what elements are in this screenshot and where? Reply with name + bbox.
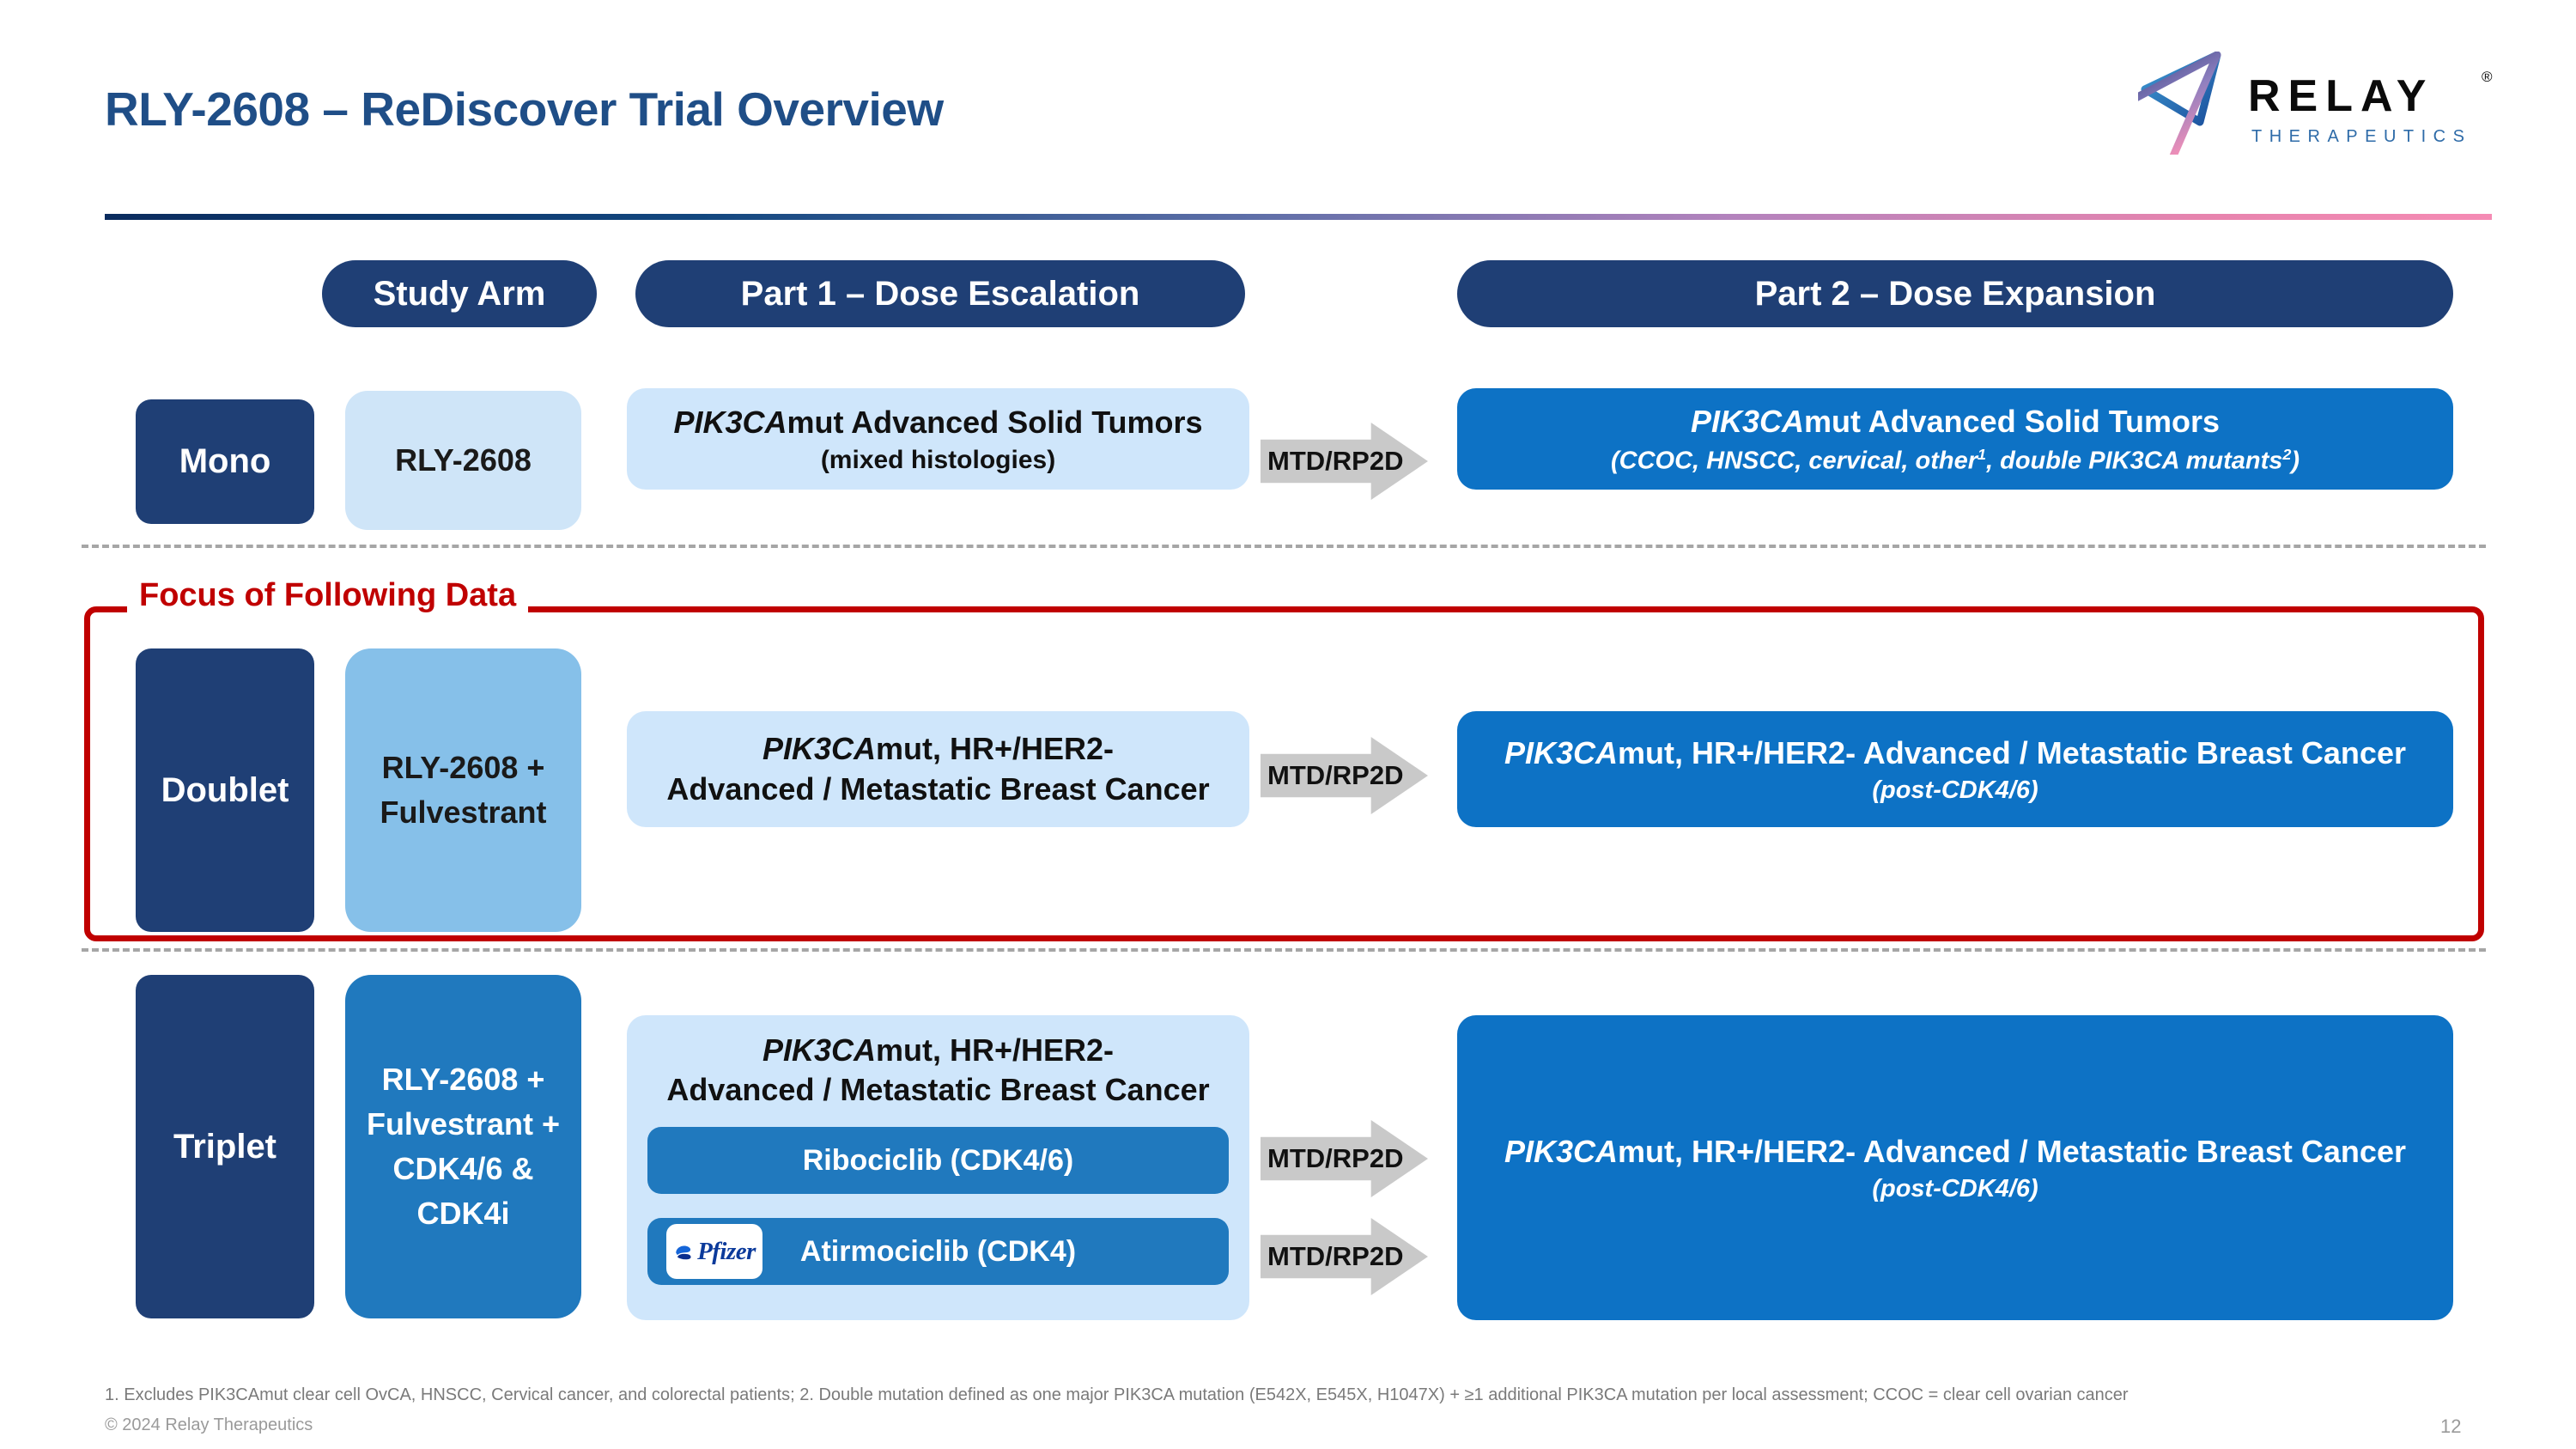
part1-doublet-line1: mut, HR+/HER2-	[876, 731, 1115, 767]
transition-arrow-mono: MTD/RP2D	[1261, 423, 1428, 500]
arm-label-triplet: Triplet	[136, 975, 314, 1318]
part1-triplet-text: PIK3CAmut, HR+/HER2- Advanced / Metastat…	[627, 1031, 1249, 1110]
arm-label-mono: Mono	[136, 399, 314, 524]
arm-drug-doublet: RLY-2608 + Fulvestrant	[345, 648, 581, 932]
pfizer-wordmark: Pfizer	[697, 1237, 756, 1265]
transition-arrow-doublet: MTD/RP2D	[1261, 737, 1428, 814]
pfizer-logo: Pfizer	[666, 1224, 762, 1280]
part1-box-triplet: PIK3CAmut, HR+/HER2- Advanced / Metastat…	[627, 1015, 1249, 1320]
logo-subtitle: THERAPEUTICS	[2251, 127, 2472, 146]
transition-arrow-triplet-atirmociclib: MTD/RP2D	[1261, 1218, 1428, 1295]
gene-name-italic: PIK3CA	[762, 1032, 876, 1068]
column-header-study-arm: Study Arm	[322, 260, 597, 327]
part1-box-doublet: PIK3CAmut, HR+/HER2- Advanced / Metastat…	[627, 711, 1249, 827]
part2-mono-line2: (CCOC, HNSCC, cervical, other1, double P…	[1611, 446, 2300, 476]
transition-label-triplet-1: MTD/RP2D	[1267, 1143, 1404, 1173]
logo-registered-mark: ®	[2482, 69, 2493, 85]
title-divider-gradient	[105, 214, 2492, 220]
column-header-part2: Part 2 – Dose Expansion	[1457, 260, 2453, 327]
part2-triplet-text: mut, HR+/HER2- Advanced / Metastatic Bre…	[1618, 1133, 2406, 1169]
focus-callout-label: Focus of Following Data	[127, 577, 529, 614]
part2-box-doublet: PIK3CAmut, HR+/HER2- Advanced / Metastat…	[1457, 711, 2453, 827]
part2-box-triplet: PIK3CAmut, HR+/HER2- Advanced / Metastat…	[1457, 1015, 2453, 1320]
part1-doublet-line2: Advanced / Metastatic Breast Cancer	[666, 770, 1210, 807]
part2-mono-cohorts-a: (CCOC, HNSCC, cervical, other	[1610, 447, 1978, 475]
part2-doublet-line1: PIK3CAmut, HR+/HER2- Advanced / Metastat…	[1504, 734, 2406, 774]
column-header-part1: Part 1 – Dose Escalation	[635, 260, 1245, 327]
sub-drug-atirmociclib: Pfizer Atirmociclib (CDK4)	[647, 1218, 1229, 1286]
transition-label-doublet: MTD/RP2D	[1267, 760, 1404, 790]
gene-name-italic: PIK3CA	[1504, 734, 1619, 770]
sub-drug-atirmociclib-label: Atirmociclib (CDK4)	[799, 1234, 1077, 1268]
transition-arrow-triplet-ribociclib: MTD/RP2D	[1261, 1120, 1428, 1197]
footnote-text: 1. Excludes PIK3CAmut clear cell OvCA, H…	[105, 1385, 2129, 1404]
part2-mono-text: mut Advanced Solid Tumors	[1803, 404, 2221, 440]
relay-therapeutics-logo: RELAY ® THERAPEUTICS	[2138, 52, 2499, 155]
page-number: 12	[2440, 1416, 2462, 1437]
part2-mono-cohorts-c: )	[2291, 447, 2300, 475]
part2-doublet-line2: (post-CDK4/6)	[1872, 776, 2038, 805]
transition-label-triplet-2: MTD/RP2D	[1267, 1241, 1404, 1271]
part1-mono-line1: PIK3CAmut Advanced Solid Tumors	[673, 403, 1202, 442]
arm-drug-mono: RLY-2608	[345, 391, 581, 530]
part1-triplet-line1: mut, HR+/HER2-	[876, 1032, 1115, 1068]
arm-drug-triplet: RLY-2608 + Fulvestrant + CDK4/6 & CDK4i	[345, 975, 581, 1318]
gene-name-italic: PIK3CA	[1690, 404, 1804, 440]
copyright-text: © 2024 Relay Therapeutics	[105, 1416, 313, 1434]
part2-triplet-line1: PIK3CAmut, HR+/HER2- Advanced / Metastat…	[1504, 1132, 2406, 1172]
footnote-ref-1: 1	[1978, 446, 1987, 464]
part1-mono-text: mut Advanced Solid Tumors	[787, 404, 1203, 440]
gene-name-italic: PIK3CA	[762, 731, 876, 767]
arm-label-doublet: Doublet	[136, 648, 314, 932]
part1-doublet-text: PIK3CAmut, HR+/HER2- Advanced / Metastat…	[666, 729, 1209, 808]
gene-name-italic: PIK3CA	[673, 404, 787, 440]
page-title: RLY-2608 – ReDiscover Trial Overview	[105, 82, 944, 136]
relay-logo-mark-icon	[2138, 52, 2221, 155]
transition-label-mono: MTD/RP2D	[1267, 446, 1404, 476]
row-separator-bottom	[82, 948, 2486, 952]
part2-triplet-line2: (post-CDK4/6)	[1872, 1175, 2038, 1203]
part2-mono-line1: PIK3CAmut Advanced Solid Tumors	[1691, 402, 2220, 442]
pfizer-helix-icon	[676, 1245, 691, 1260]
row-separator-top	[82, 545, 2486, 548]
part2-doublet-text: mut, HR+/HER2- Advanced / Metastatic Bre…	[1618, 734, 2406, 770]
part1-box-mono: PIK3CAmut Advanced Solid Tumors (mixed h…	[627, 388, 1249, 490]
sub-drug-ribociclib: Ribociclib (CDK4/6)	[647, 1127, 1229, 1195]
gene-name-italic: PIK3CA	[1504, 1133, 1619, 1169]
part1-mono-line2: (mixed histologies)	[820, 446, 1056, 475]
part2-mono-cohorts-b: , double PIK3CA mutants	[1986, 447, 2283, 475]
logo-wordmark: RELAY	[2248, 71, 2434, 121]
part1-triplet-line2: Advanced / Metastatic Breast Cancer	[666, 1072, 1210, 1108]
footnote-ref-2: 2	[2282, 446, 2292, 464]
part2-box-mono: PIK3CAmut Advanced Solid Tumors (CCOC, H…	[1457, 388, 2453, 490]
